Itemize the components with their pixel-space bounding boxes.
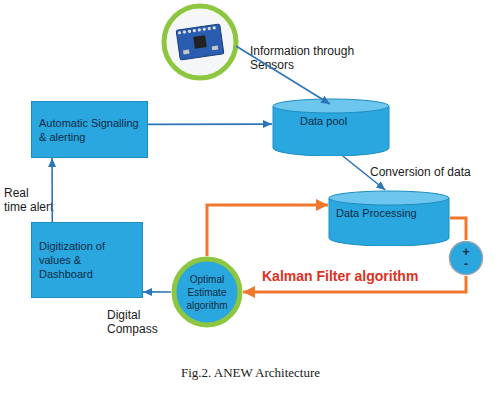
process-box: Digitization of values & Dashboard [31, 222, 143, 298]
sign-symbol: + [462, 246, 469, 258]
node-text: Optimal Estimate algorithm [177, 273, 237, 312]
box-fill [32, 223, 143, 298]
edge-label: Kalman Filter algorithm [262, 268, 452, 284]
flow-connector [143, 291, 171, 293]
sensor-circle [164, 6, 236, 78]
node-text: Data pool [300, 114, 347, 128]
database-cylinder: Data Processing [328, 190, 450, 246]
edge-label: Real time alert [4, 186, 54, 214]
node-text: Automatic Signalling & alerting [39, 116, 140, 144]
cylinder-top [329, 191, 449, 205]
edge-label: Conversion of data [370, 165, 500, 179]
database-cylinder: Data pool [272, 98, 390, 156]
sensor-board [176, 24, 224, 60]
node-text: Digitization of values & Dashboard [39, 239, 135, 281]
node-outline [31, 101, 148, 158]
summing-junction: +- [448, 240, 484, 276]
circle-fill [174, 259, 240, 325]
flow-connector [207, 205, 328, 256]
flow-connector [450, 218, 466, 240]
annotation-label: Digital Compass [107, 308, 167, 336]
junction-fill [450, 242, 483, 275]
process-box: Automatic Signalling & alerting [31, 101, 148, 158]
node-text: Data Processing [336, 206, 417, 220]
algorithm-circle: Optimal Estimate algorithm [171, 256, 243, 328]
figure-caption: Fig.2. ANEW Architecture [0, 366, 501, 380]
flow-connector [148, 123, 272, 125]
sign-symbol: - [464, 258, 468, 270]
cylinder-top [273, 99, 389, 113]
box-fill [32, 102, 148, 158]
